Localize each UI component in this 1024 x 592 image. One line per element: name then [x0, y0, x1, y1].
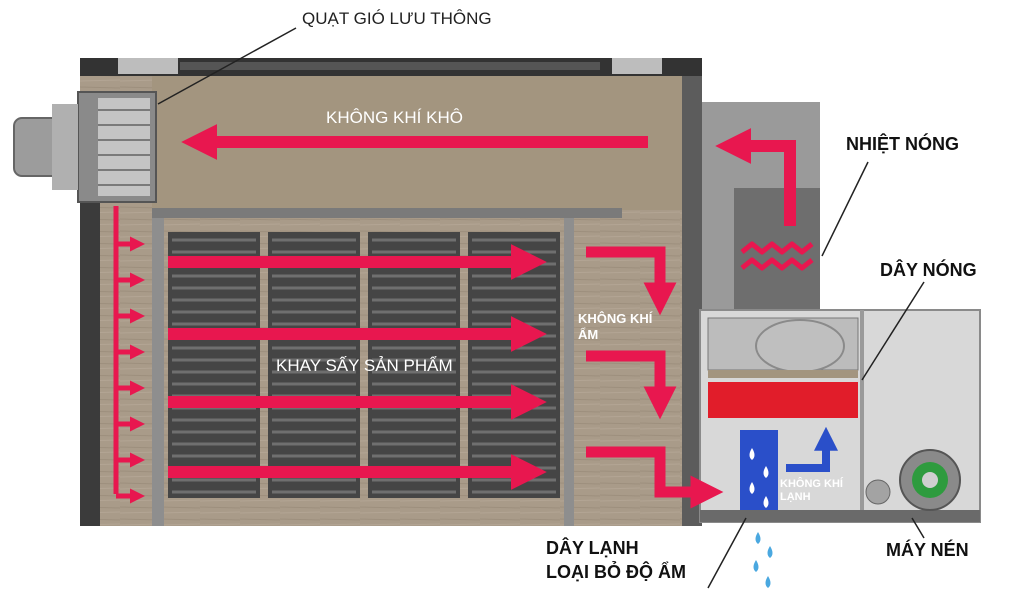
falling-drop-4 — [765, 576, 771, 588]
hot-coil-block — [708, 382, 858, 418]
leader-compressor — [911, 517, 925, 539]
falling-drop-1 — [755, 532, 761, 544]
fan-wheel-blades — [98, 109, 150, 186]
tray-rack-4 — [468, 232, 560, 498]
falling-drop-3 — [753, 560, 759, 572]
label-humid-air-line2: ẨM — [578, 327, 599, 342]
left-duct-arrows — [116, 236, 145, 504]
leader-cold-coil — [707, 517, 747, 589]
chamber-top-rail — [180, 62, 600, 70]
arrow-humid-1 — [586, 246, 677, 316]
arrow-cold-air — [786, 426, 838, 472]
label-fan: QUẠT GIÓ LƯU THÔNG — [302, 9, 492, 28]
arrow-heat-rise — [715, 128, 796, 226]
label-dry-air: KHÔNG KHÍ KHÔ — [326, 108, 463, 127]
water-drop-3 — [749, 482, 755, 494]
leader-hot-coil — [861, 281, 925, 381]
heat-wave-2 — [740, 257, 814, 271]
machine-partition — [860, 310, 864, 522]
label-heat: NHIỆT NÓNG — [846, 134, 960, 154]
label-cold-air-line2: LẠNH — [780, 491, 811, 503]
label-hot-coil: DÂY NÓNG — [880, 260, 977, 280]
label-cold-coil-line2: LOẠI BỎ ĐỘ ẨM — [546, 562, 686, 582]
label-cold-air-line1: KHÔNG KHÍ — [780, 478, 843, 490]
heat-wave-1 — [740, 241, 814, 255]
chamber-right-wall — [682, 76, 702, 526]
falling-drop-2 — [767, 546, 773, 558]
water-drop-1 — [749, 448, 755, 460]
fan-wheel — [98, 98, 150, 196]
label-compressor: MÁY NÉN — [886, 540, 969, 560]
accumulator — [865, 479, 891, 505]
rack-frame-top — [152, 208, 622, 218]
chamber-left-wall — [80, 200, 100, 526]
water-drops-falling — [753, 532, 773, 588]
water-drops-in-coil — [749, 448, 769, 508]
cold-coil-block — [740, 430, 778, 520]
label-cold-coil-line1: DÂY LẠNH — [546, 538, 639, 558]
machine-base — [700, 510, 980, 522]
blower-wheel — [755, 319, 845, 373]
leader-fan — [157, 27, 297, 105]
fan-motor-bracket — [52, 104, 78, 190]
rack-frame-left — [152, 210, 164, 526]
chamber-top-block-left — [118, 58, 178, 74]
arrow-humid-2 — [586, 350, 677, 420]
label-trays: KHAY SẤY SẢN PHẨM — [276, 356, 453, 375]
hot-coil-shelf — [708, 370, 858, 378]
arrow-humid-3 — [586, 446, 724, 509]
water-drop-4 — [763, 496, 769, 508]
chamber-top-block-right — [612, 58, 662, 74]
water-drop-2 — [763, 466, 769, 478]
rack-frame-right — [564, 210, 574, 526]
label-humid-air-line1: KHÔNG KHÍ — [578, 311, 653, 326]
compressor-hub — [922, 472, 938, 488]
leader-heat — [821, 161, 869, 257]
tray-rack-1 — [168, 232, 260, 498]
